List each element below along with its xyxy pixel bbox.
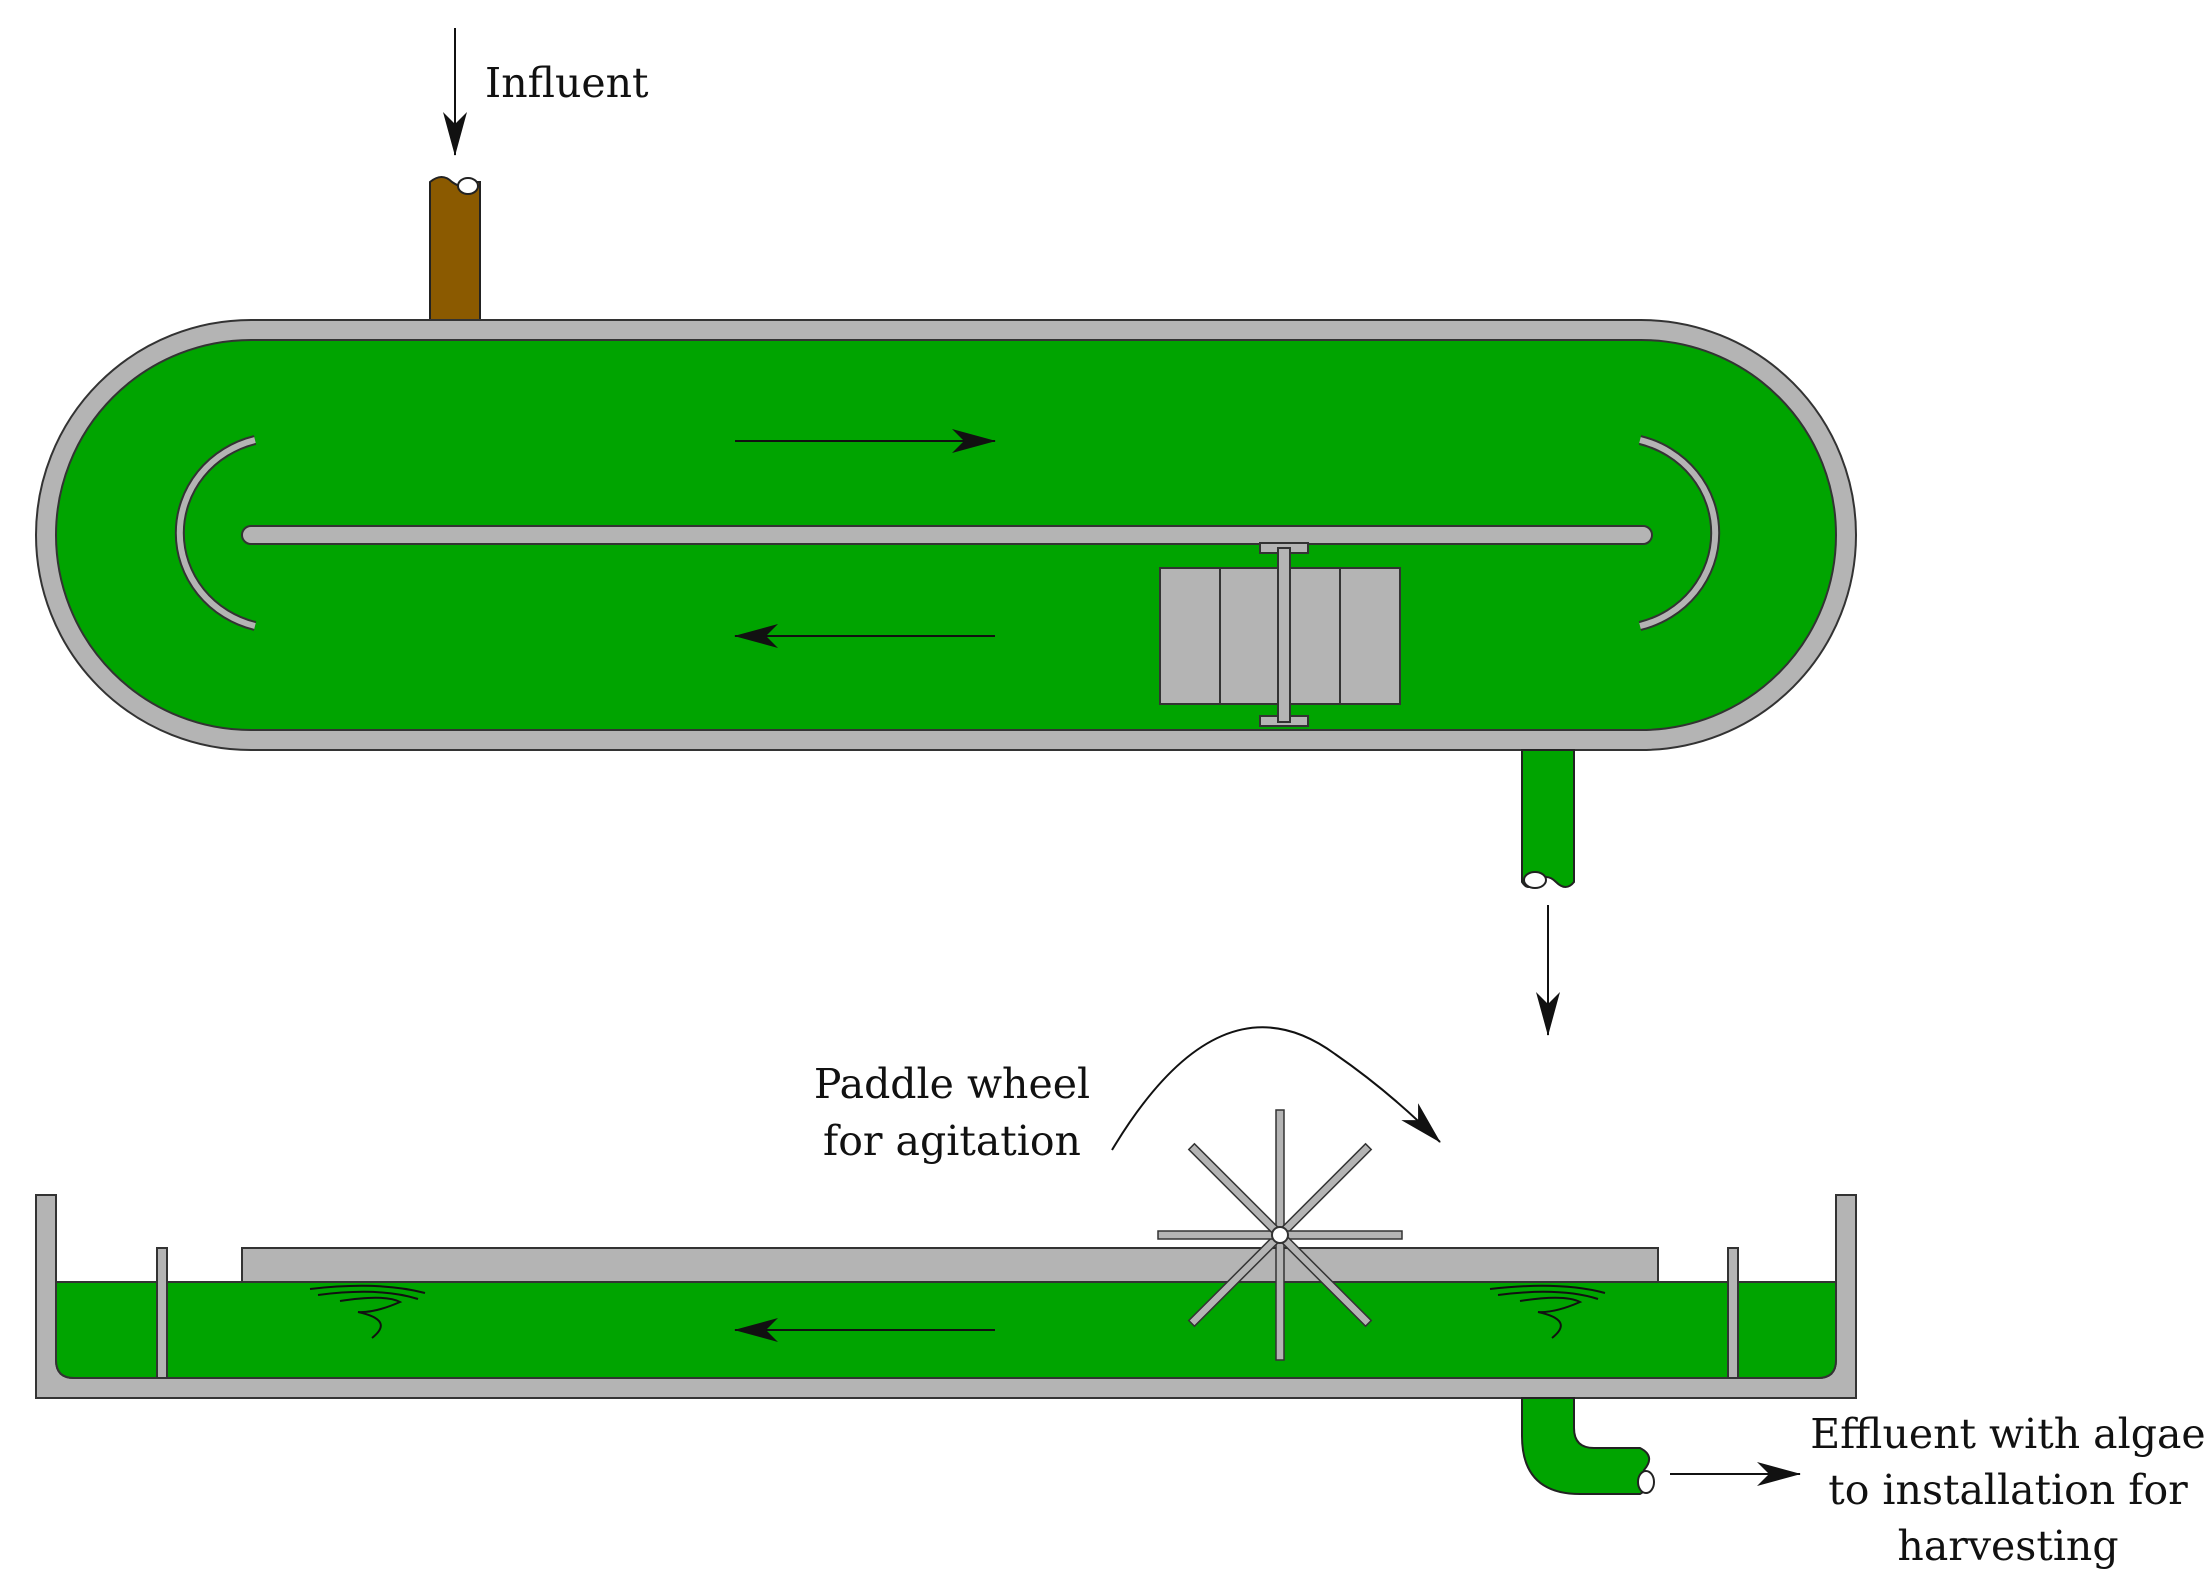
influent-pipe — [429, 176, 481, 321]
effluent-label-line1: Effluent with algae — [1810, 1410, 2205, 1458]
top-view — [35, 176, 1857, 889]
side-view — [35, 1026, 1857, 1495]
rotation-arrow — [1111, 1026, 1441, 1151]
effluent-label-line2: to installation for — [1828, 1466, 2188, 1514]
paddle-label-line1: Paddle wheel — [814, 1060, 1090, 1108]
outlet-pipe-top — [1521, 749, 1575, 889]
paddle-wheel-top — [1159, 542, 1401, 727]
effluent-label-line3: harvesting — [1897, 1522, 2118, 1570]
left-baffle-side — [156, 1247, 168, 1379]
water-swirl-left — [309, 1284, 426, 1339]
influent-label: Influent — [485, 59, 649, 107]
outlet-pipe-side — [1521, 1397, 1655, 1495]
paddle-label-line2: for agitation — [823, 1117, 1081, 1165]
center-divider — [241, 525, 1653, 545]
center-divider-side — [241, 1247, 1659, 1283]
water-swirl-right — [1489, 1284, 1606, 1339]
paddle-wheel-side — [1157, 1109, 1403, 1361]
right-baffle-side — [1727, 1247, 1739, 1379]
